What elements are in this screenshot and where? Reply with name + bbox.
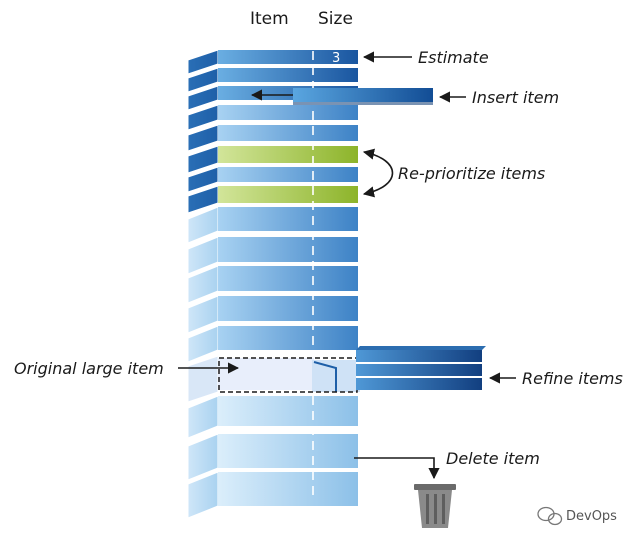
trash-can-icon xyxy=(414,484,456,528)
backlog-row xyxy=(218,146,358,163)
header-item: Item xyxy=(250,9,289,29)
label-estimate: Estimate xyxy=(418,48,489,67)
backlog-row-side xyxy=(187,206,219,244)
wechat-icon xyxy=(537,506,563,526)
insert-item-bar xyxy=(293,88,433,105)
backlog-row xyxy=(218,472,358,506)
backlog-row xyxy=(218,266,358,291)
label-delete-item: Delete item xyxy=(446,449,540,468)
header-size: Size xyxy=(318,9,353,29)
original-large-item xyxy=(218,357,360,393)
estimate-value: 3 xyxy=(332,51,340,66)
watermark-text: DevOps xyxy=(566,509,617,524)
backlog-row xyxy=(218,207,358,231)
backlog-row xyxy=(218,296,358,321)
backlog-row xyxy=(218,105,358,120)
refine-items-bars xyxy=(356,346,486,390)
label-insert-item: Insert item xyxy=(472,88,559,107)
original-item-side xyxy=(187,355,219,403)
backlog-row xyxy=(218,125,358,141)
backlog-row-side xyxy=(187,471,219,519)
watermark: DevOps xyxy=(537,506,617,526)
backlog-row xyxy=(218,186,358,203)
backlog-row xyxy=(218,237,358,262)
stack-side-panels xyxy=(187,49,219,519)
label-original-large-item: Original large item xyxy=(14,359,164,378)
backlog-row xyxy=(218,434,358,468)
backlog-row xyxy=(218,326,358,350)
backlog-row xyxy=(218,50,358,64)
backlog-row xyxy=(218,68,358,82)
stack-front-faces xyxy=(218,50,358,506)
backlog-row-side xyxy=(187,395,219,439)
delete-arrow xyxy=(354,457,440,480)
backlog-row-side xyxy=(187,433,219,481)
backlog-row xyxy=(218,167,358,182)
reprioritize-arrow xyxy=(362,148,394,198)
label-refine-items: Refine items xyxy=(522,369,623,388)
backlog-row xyxy=(218,396,358,426)
label-reprioritize-items: Re-prioritize items xyxy=(398,164,545,183)
